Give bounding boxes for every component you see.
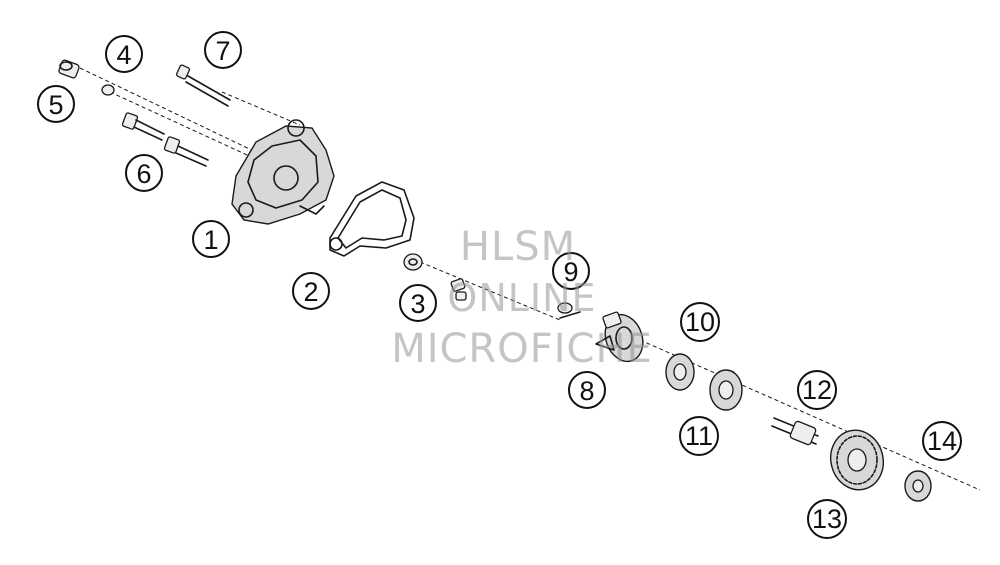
callout-11-text: 11 [685,421,713,451]
callout-8: 8 [568,371,606,409]
callout-4-text: 4 [116,40,131,70]
callout-9-text: 9 [563,257,578,287]
callout-10: 10 [680,302,720,342]
callout-14-text: 14 [927,426,957,456]
callout-9: 9 [552,252,590,290]
callout-2-text: 2 [303,277,318,307]
part-2-gasket [329,181,415,257]
part-12-shaft [771,417,819,446]
callout-1: 1 [192,220,230,258]
callout-6-text: 6 [136,159,151,189]
part-11-bearing [709,369,743,411]
part-8-impeller [595,311,644,363]
part-4-washer [101,84,115,96]
part-6-bolts [121,112,209,167]
leader-lines [79,67,981,491]
callout-14: 14 [922,421,962,461]
part-3-seal [403,253,467,301]
callout-6: 6 [125,154,163,192]
callout-11: 11 [679,416,719,456]
part-1-pump-cover [231,119,335,225]
callout-7: 7 [204,31,242,69]
part-7-bolt [175,64,231,107]
part-13-gear [830,429,884,491]
callout-13: 13 [807,499,847,539]
callout-12: 12 [797,370,837,410]
callout-3: 3 [399,284,437,322]
callout-13-text: 13 [812,504,842,534]
callout-12-text: 12 [802,375,832,405]
callout-1-text: 1 [203,225,218,255]
part-14-bearing [904,470,932,502]
part-5-nut [58,59,80,79]
callout-2: 2 [292,272,330,310]
part-9-pin [557,302,581,319]
callout-10-text: 10 [685,307,715,337]
callout-4: 4 [105,35,143,73]
callout-8-text: 8 [579,376,594,406]
callout-7-text: 7 [215,36,230,66]
part-10-bearing [665,353,695,391]
callout-5-text: 5 [48,90,63,120]
callout-3-text: 3 [410,289,425,319]
callout-labels: 1 2 3 4 5 6 7 [37,31,962,539]
callout-5: 5 [37,85,75,123]
